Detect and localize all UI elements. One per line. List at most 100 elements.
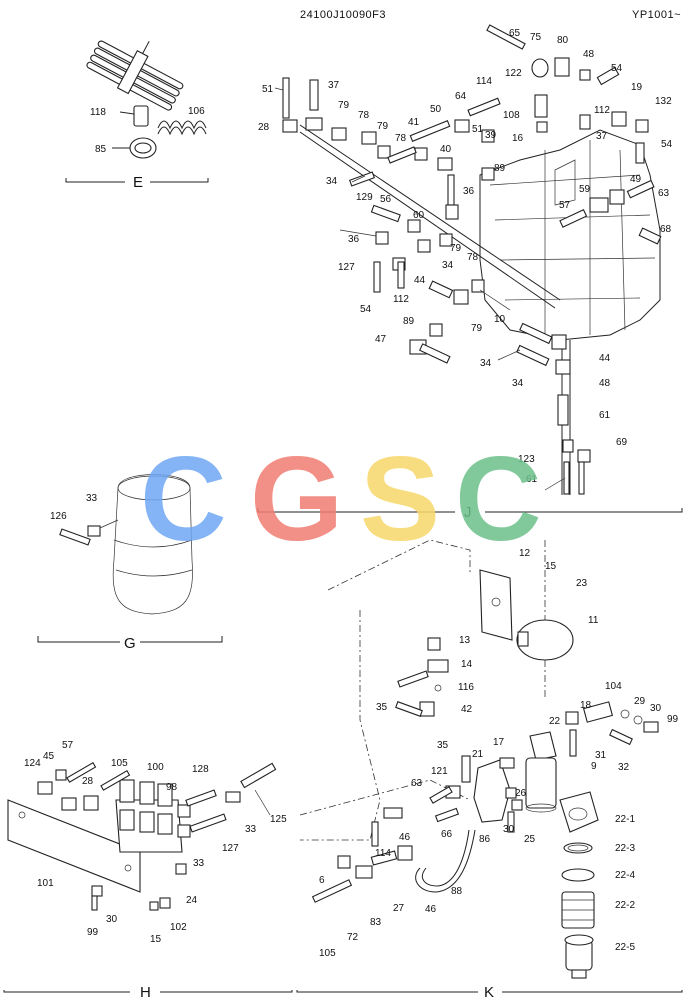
callout-h-33b: 33 [193, 858, 205, 869]
callout-e-118: 118 [90, 107, 106, 118]
callout-j-34d: 34 [512, 378, 524, 389]
callout-k-9: 9 [591, 761, 597, 772]
callout-j-57: 57 [559, 200, 571, 211]
callout-j-79b: 79 [377, 121, 389, 132]
callout-j-47: 47 [375, 334, 387, 345]
callout-k-116: 116 [458, 682, 474, 693]
callout-j-37b: 37 [596, 131, 608, 142]
callout-j-61b: 61 [526, 474, 538, 485]
callout-j-68: 68 [660, 224, 672, 235]
callout-h-100: 100 [147, 762, 164, 773]
callout-k-21: 21 [472, 749, 484, 760]
callout-j-34: 34 [326, 176, 338, 187]
callout-j-114: 114 [476, 76, 492, 87]
callout-j-80: 80 [557, 35, 569, 46]
callout-h-98: 98 [166, 782, 178, 793]
callout-j-54c: 54 [360, 304, 372, 315]
callout-k-11: 11 [588, 615, 599, 626]
callout-k-22: 22 [549, 716, 561, 727]
watermark-letter-c2: C [455, 432, 542, 566]
section-j-drawing [257, 24, 683, 513]
callout-k-12: 12 [519, 548, 531, 559]
callout-h-125: 125 [270, 814, 287, 825]
callout-j-132: 132 [655, 96, 672, 107]
callout-k-13: 13 [459, 635, 471, 646]
callout-k-88: 88 [451, 886, 463, 897]
callout-j-60: 60 [413, 210, 425, 221]
callout-j-28: 28 [258, 122, 270, 133]
section-g-drawing [37, 474, 223, 643]
callout-k-6: 6 [319, 875, 325, 886]
callout-k-99: 99 [667, 714, 679, 725]
callout-k-31: 31 [595, 750, 607, 761]
callout-j-49: 49 [630, 174, 642, 185]
callout-j-48: 48 [583, 49, 595, 60]
callout-h-15: 15 [150, 934, 162, 945]
callout-h-124: 124 [24, 758, 41, 769]
callout-k-121: 121 [431, 766, 448, 777]
section-k-drawing [296, 539, 683, 993]
callout-h-30: 30 [106, 914, 118, 925]
callout-h-105: 105 [111, 758, 128, 769]
callout-k-18: 18 [580, 700, 592, 711]
callout-h-45: 45 [43, 751, 55, 762]
callout-j-127: 127 [338, 262, 355, 273]
callout-j-79d: 79 [471, 323, 483, 334]
callout-j-16: 16 [512, 133, 524, 144]
callout-j-37: 37 [328, 80, 340, 91]
section-e-title: E [133, 174, 143, 191]
callout-j-59: 59 [579, 184, 591, 195]
callout-k-46b: 46 [425, 904, 437, 915]
section-j-title: J [464, 504, 472, 521]
callout-j-69: 69 [616, 437, 628, 448]
page-ref: YP1001~ [632, 9, 681, 21]
callout-j-122: 122 [505, 68, 522, 79]
section-h-drawing [3, 762, 293, 993]
watermark-logo: C G S C [140, 432, 542, 566]
callout-k-66: 66 [441, 829, 453, 840]
callout-j-89b: 89 [403, 316, 415, 327]
callout-j-89: 89 [494, 163, 506, 174]
callout-k-42: 42 [461, 704, 473, 715]
callout-h-127: 127 [222, 843, 239, 854]
callout-j-36: 36 [463, 186, 475, 197]
callout-h-99: 99 [87, 927, 99, 938]
callout-k-35b: 35 [437, 740, 449, 751]
callout-k-22-3: 22-3 [615, 843, 635, 854]
section-h-title: H [140, 984, 151, 1000]
callout-j-78c: 78 [467, 252, 479, 263]
callout-j-75: 75 [530, 32, 542, 43]
callout-j-79: 79 [338, 100, 350, 111]
callout-j-129: 129 [356, 192, 373, 203]
callout-h-57: 57 [62, 740, 74, 751]
callout-k-114: 114 [375, 848, 391, 859]
section-k-title: K [484, 984, 494, 1000]
callout-k-22-4: 22-4 [615, 870, 635, 881]
callout-j-112: 112 [594, 105, 610, 116]
callout-j-61: 61 [599, 410, 611, 421]
callout-h-128: 128 [192, 764, 209, 775]
callout-j-78: 78 [358, 110, 370, 121]
section-e-drawing [65, 40, 209, 183]
callout-j-19: 19 [631, 82, 643, 93]
callout-k-35: 35 [376, 702, 388, 713]
callout-j-79c: 79 [450, 243, 462, 254]
callout-j-40: 40 [440, 144, 452, 155]
watermark-letter-g: G [250, 432, 343, 566]
callout-h-24: 24 [186, 895, 198, 906]
callout-e-85: 85 [95, 144, 107, 155]
callout-k-30b: 30 [503, 824, 515, 835]
callout-k-26: 26 [515, 788, 527, 799]
callout-j-54b: 54 [661, 139, 673, 150]
callout-k-105: 105 [319, 948, 336, 959]
callout-k-86: 86 [479, 834, 491, 845]
callout-j-112b: 112 [393, 294, 409, 305]
watermark-letter-c1: C [140, 432, 227, 566]
callout-j-41: 41 [408, 117, 420, 128]
callout-k-29: 29 [634, 696, 646, 707]
callout-g-126: 126 [50, 511, 67, 522]
callout-e-106: 106 [188, 106, 205, 117]
callout-j-65: 65 [509, 28, 521, 39]
callout-h-102: 102 [170, 922, 187, 933]
